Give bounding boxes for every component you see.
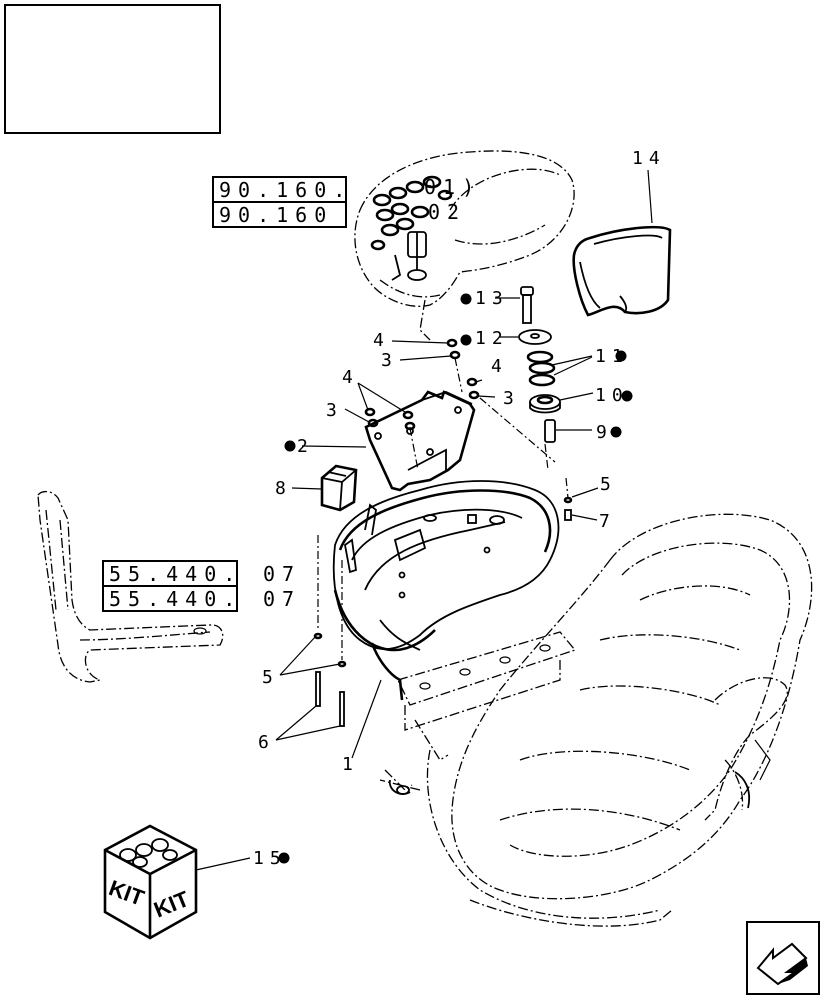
reference-55-440-07-a[interactable]: 55.440. 07 (102, 560, 301, 587)
callout-2: 2 (297, 436, 314, 457)
part-11-rings (526, 350, 556, 387)
callout-11: 11 (595, 346, 629, 367)
callout-5b: 5 (262, 667, 279, 688)
callout-3b: 3 (503, 388, 520, 409)
kit-label-left: KIT (106, 875, 148, 911)
reference-90-160-02[interactable]: 90.160 02 (212, 200, 466, 228)
callout-1: 1 (342, 754, 359, 775)
callout-leaders-top (495, 297, 594, 431)
reference-code: 55.440. (109, 587, 242, 611)
part-1-console-base (332, 480, 560, 701)
reference-suffix: 07 (263, 587, 301, 611)
callout-10: 10 (595, 385, 629, 406)
callout-4a: 4 (373, 330, 390, 351)
callout-9: 9 (596, 422, 613, 443)
part-13-bolt (520, 286, 534, 324)
reference-suffix: 01) (424, 175, 481, 199)
seat-ghost (379, 513, 813, 927)
callout-12: 12 (475, 328, 509, 349)
callout-15: 15 (253, 848, 287, 869)
callout-5a: 5 (600, 474, 617, 495)
part-2-bracket (364, 390, 476, 492)
callout-13: 13 (475, 288, 509, 309)
left-armrest-ghost (37, 490, 224, 683)
reference-code: 90.160. (219, 178, 352, 202)
reference-code: 90.160 (219, 203, 333, 227)
part-9-spacer (544, 419, 556, 443)
reference-code: 55.440. (109, 562, 242, 586)
reference-suffix: 07 (263, 562, 301, 586)
marker-dots (278, 293, 633, 864)
part-10-mount (529, 394, 561, 414)
part-12-washer (518, 329, 552, 345)
hardware-nuts (364, 338, 480, 431)
callout-4b: 4 (491, 356, 508, 377)
callout-3c: 3 (326, 400, 343, 421)
title-block (4, 4, 221, 134)
reference-90-160-01[interactable]: 90.160. 01) (212, 175, 481, 203)
part-5-6-lower (275, 535, 347, 741)
console-rail-ghost (384, 631, 577, 795)
callout-7: 7 (599, 511, 616, 532)
part-14-cover (572, 169, 672, 317)
hardware-leaders (344, 340, 556, 471)
callout-14: 14 (632, 148, 666, 169)
next-page-arrow-icon[interactable] (746, 921, 820, 995)
callout-6: 6 (258, 732, 275, 753)
callout-8: 8 (275, 478, 292, 499)
part-8-block (320, 464, 358, 512)
kit-box-icon: KIT KIT (103, 824, 198, 940)
reference-55-440-07-b[interactable]: 55.440. 07 (102, 585, 301, 612)
reference-suffix: 02 (428, 200, 466, 224)
callout-4c: 4 (342, 367, 359, 388)
callout-3a: 3 (381, 350, 398, 371)
control-console-ghost (354, 150, 575, 341)
part-5-7-right (563, 477, 599, 521)
